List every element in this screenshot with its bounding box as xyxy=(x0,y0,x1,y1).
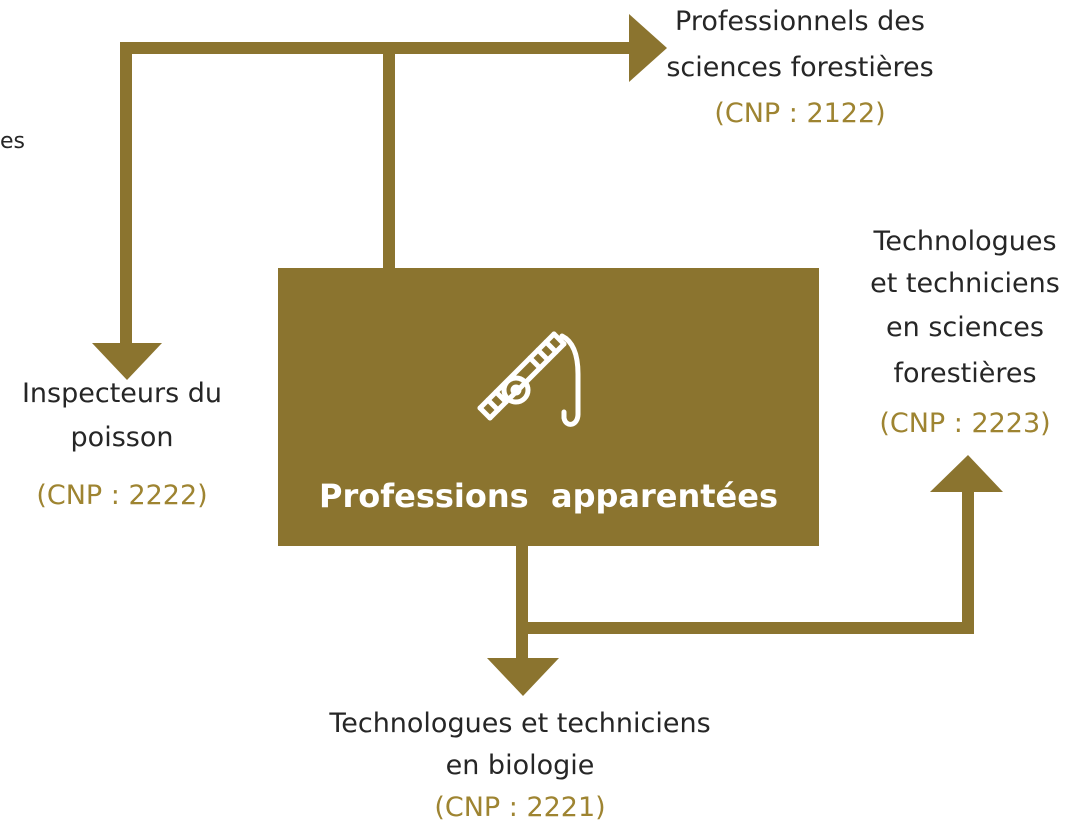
node-right-line1: Technologues xyxy=(873,226,1057,257)
node-right-line2: et techniciens xyxy=(870,268,1060,299)
connector-bottom-vertical xyxy=(516,544,528,662)
node-top-line2: sciences forestières xyxy=(666,52,934,83)
node-bottom-line2: en biologie xyxy=(445,750,595,781)
node-top-line1: Professionnels des xyxy=(675,6,925,37)
arrowhead-down-bottom xyxy=(487,658,559,696)
node-bottom-line1: Technologues et techniciens xyxy=(329,708,711,739)
node-left-line2: poisson xyxy=(70,422,174,453)
central-title: Professions apparentées xyxy=(318,477,778,515)
fishing-rod-icon xyxy=(477,331,581,427)
node-right-line3: en sciences xyxy=(886,312,1044,343)
connector-left-vertical xyxy=(120,42,132,346)
node-bottom-code: (CNP : 2221) xyxy=(434,792,606,823)
node-left-line1: Inspecteurs du xyxy=(21,378,223,409)
arrowhead-up-right xyxy=(930,455,1003,492)
node-right-line4: forestières xyxy=(893,358,1037,389)
connector-top-vertical xyxy=(383,44,395,270)
node-right-code: (CNP : 2223) xyxy=(879,408,1051,439)
cropped-text-fragment: es xyxy=(0,129,25,154)
arrowhead-right xyxy=(629,14,667,82)
node-left-code: (CNP : 2222) xyxy=(36,480,208,511)
connector-top-horizontal xyxy=(120,42,636,54)
connector-bottom-horizontal xyxy=(516,622,974,634)
central-box xyxy=(278,268,819,546)
connector-right-vertical xyxy=(962,488,974,634)
node-top-code: (CNP : 2122) xyxy=(714,98,886,129)
arrowhead-down-left xyxy=(92,343,162,380)
